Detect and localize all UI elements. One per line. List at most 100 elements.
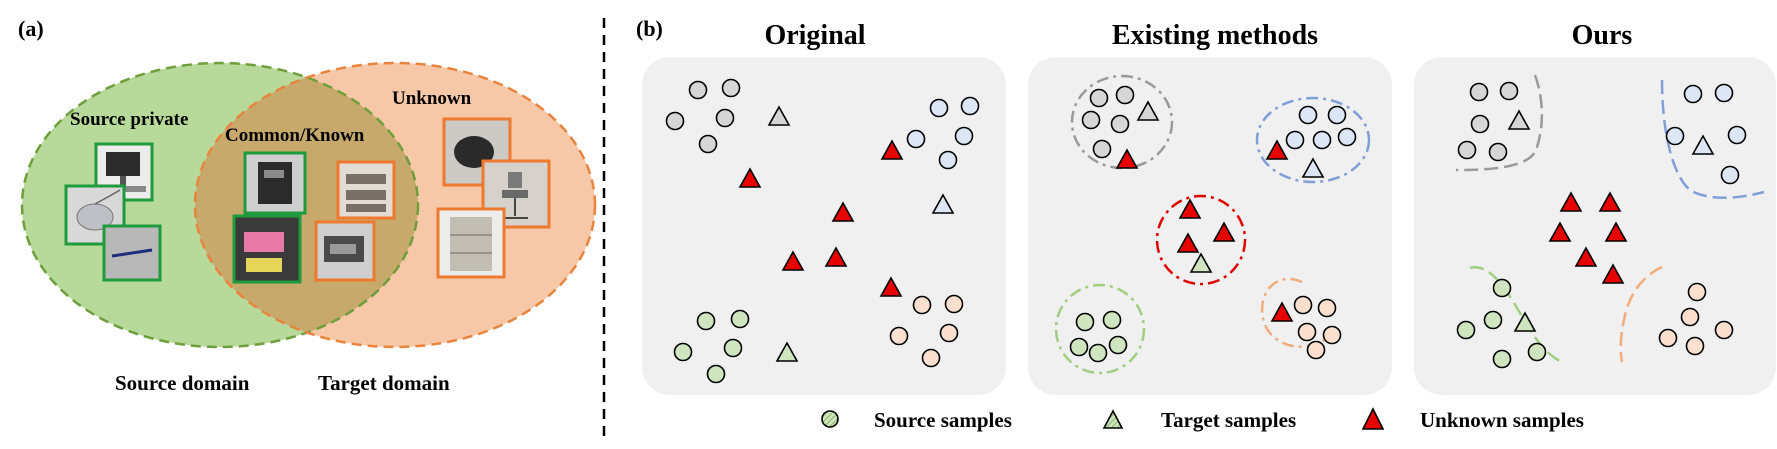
existing-source-sample-green [1108, 335, 1128, 355]
existing-source-sample-gray [1115, 85, 1135, 105]
legend-target-label: Target samples [1161, 408, 1296, 432]
original-source-sample-peach [939, 323, 959, 343]
ours-source-sample-blue [1727, 125, 1747, 145]
existing-unknown-sample [1176, 232, 1200, 253]
photo-phone [243, 151, 307, 215]
boundary-green [1054, 283, 1146, 375]
sample-marks [665, 78, 1747, 384]
original-source-sample-gray [698, 134, 718, 154]
original-unknown-sample [781, 250, 805, 271]
photo-cabinet [436, 207, 506, 279]
existing-source-sample-gray [1081, 110, 1101, 130]
photo-pen [102, 224, 162, 282]
boundary-blue [1255, 96, 1371, 184]
ours-source-sample-gray [1499, 81, 1519, 101]
ours-source-sample-peach [1685, 336, 1705, 356]
original-unknown-sample [824, 246, 848, 267]
ours-source-sample-blue [1683, 84, 1703, 104]
original-target-sample-gray [767, 105, 791, 126]
existing-unknown-sample [1178, 198, 1202, 219]
ours-unknown-sample [1601, 263, 1625, 284]
photo-tray [336, 160, 396, 220]
legend: Source samples Target samples Unknown sa… [821, 407, 1584, 432]
title-existing-methods: Existing methods [1112, 20, 1318, 51]
existing-source-sample-green [1069, 337, 1089, 357]
existing-source-sample-green [1088, 343, 1108, 363]
original-target-sample-blue [931, 193, 955, 214]
ours-source-sample-green [1483, 310, 1503, 330]
original-source-sample-green [673, 342, 693, 362]
legend-source-label: Source samples [874, 408, 1012, 432]
source-domain-outline [20, 61, 420, 349]
existing-source-sample-blue [1285, 130, 1305, 150]
original-target-sample-green [775, 341, 799, 362]
boundary-ours-gray [1455, 74, 1544, 172]
unknown-label: Unknown [392, 88, 472, 109]
original-source-sample-green [706, 364, 726, 384]
ours-source-sample-green [1492, 278, 1512, 298]
panel-original [642, 57, 1006, 395]
legend-unknown-label: Unknown samples [1420, 408, 1584, 432]
original-unknown-sample [738, 167, 762, 188]
existing-source-sample-blue [1337, 127, 1357, 147]
ours-source-sample-peach [1680, 307, 1700, 327]
common-known-label: Common/Known [225, 125, 365, 146]
original-source-sample-green [730, 309, 750, 329]
original-unknown-sample [880, 139, 904, 160]
existing-unknown-sample [1270, 301, 1294, 322]
original-source-sample-peach [889, 326, 909, 346]
existing-source-sample-blue [1298, 105, 1318, 125]
photo-printer-orange [314, 220, 376, 282]
boundary-ours-green [1469, 266, 1563, 364]
ours-source-sample-green [1456, 320, 1476, 340]
ours-unknown-sample [1574, 246, 1598, 267]
ours-source-sample-peach [1714, 320, 1734, 340]
existing-source-sample-gray [1110, 114, 1130, 134]
legend-target-marker [1102, 409, 1124, 429]
panel-a: (a) Source private Common/Known Unknown [18, 16, 597, 395]
ours-unknown-sample [1548, 221, 1572, 242]
original-source-sample-peach [921, 348, 941, 368]
existing-target-sample-blue [1301, 157, 1325, 178]
legend-source-marker [821, 410, 839, 428]
ours-source-sample-gray [1457, 140, 1477, 160]
photo-printer-green [232, 214, 302, 284]
ours-source-sample-green [1527, 342, 1547, 362]
legend-unknown-marker [1361, 407, 1385, 430]
ours-source-sample-gray [1488, 142, 1508, 162]
original-unknown-sample [831, 201, 855, 222]
original-source-sample-green [723, 338, 743, 358]
existing-source-sample-peach [1322, 325, 1342, 345]
existing-source-sample-green [1102, 310, 1122, 330]
target-domain-outline [193, 61, 597, 349]
existing-source-sample-blue [1327, 105, 1347, 125]
ours-source-sample-peach [1687, 282, 1707, 302]
original-source-sample-peach [912, 295, 932, 315]
original-source-sample-blue [906, 129, 926, 149]
panel-a-tag: (a) [18, 16, 44, 41]
ours-unknown-sample [1598, 191, 1622, 212]
existing-unknown-sample [1212, 221, 1236, 242]
boundary-red [1155, 194, 1247, 286]
title-ours: Ours [1572, 20, 1633, 51]
ours-unknown-sample [1559, 191, 1583, 212]
target-domain-label: Target domain [318, 371, 450, 395]
ours-target-sample-gray [1507, 109, 1531, 130]
ours-target-sample-blue [1691, 134, 1715, 155]
original-source-sample-green [696, 311, 716, 331]
original-source-sample-gray [715, 108, 735, 128]
ours-unknown-sample [1604, 221, 1628, 242]
panel-b: (b) Original Existing methods Ours Sourc… [636, 16, 1776, 432]
panel-b-tag: (b) [636, 16, 663, 41]
ours-target-sample-green [1513, 311, 1537, 332]
original-source-sample-gray [688, 80, 708, 100]
existing-unknown-sample [1115, 148, 1139, 169]
ours-source-sample-gray [1469, 82, 1489, 102]
original-source-sample-blue [960, 96, 980, 116]
original-unknown-sample [879, 276, 903, 297]
existing-source-sample-peach [1317, 298, 1337, 318]
existing-target-sample-gray [1136, 100, 1160, 121]
ours-source-sample-blue [1665, 126, 1685, 146]
existing-source-sample-gray [1092, 139, 1112, 159]
